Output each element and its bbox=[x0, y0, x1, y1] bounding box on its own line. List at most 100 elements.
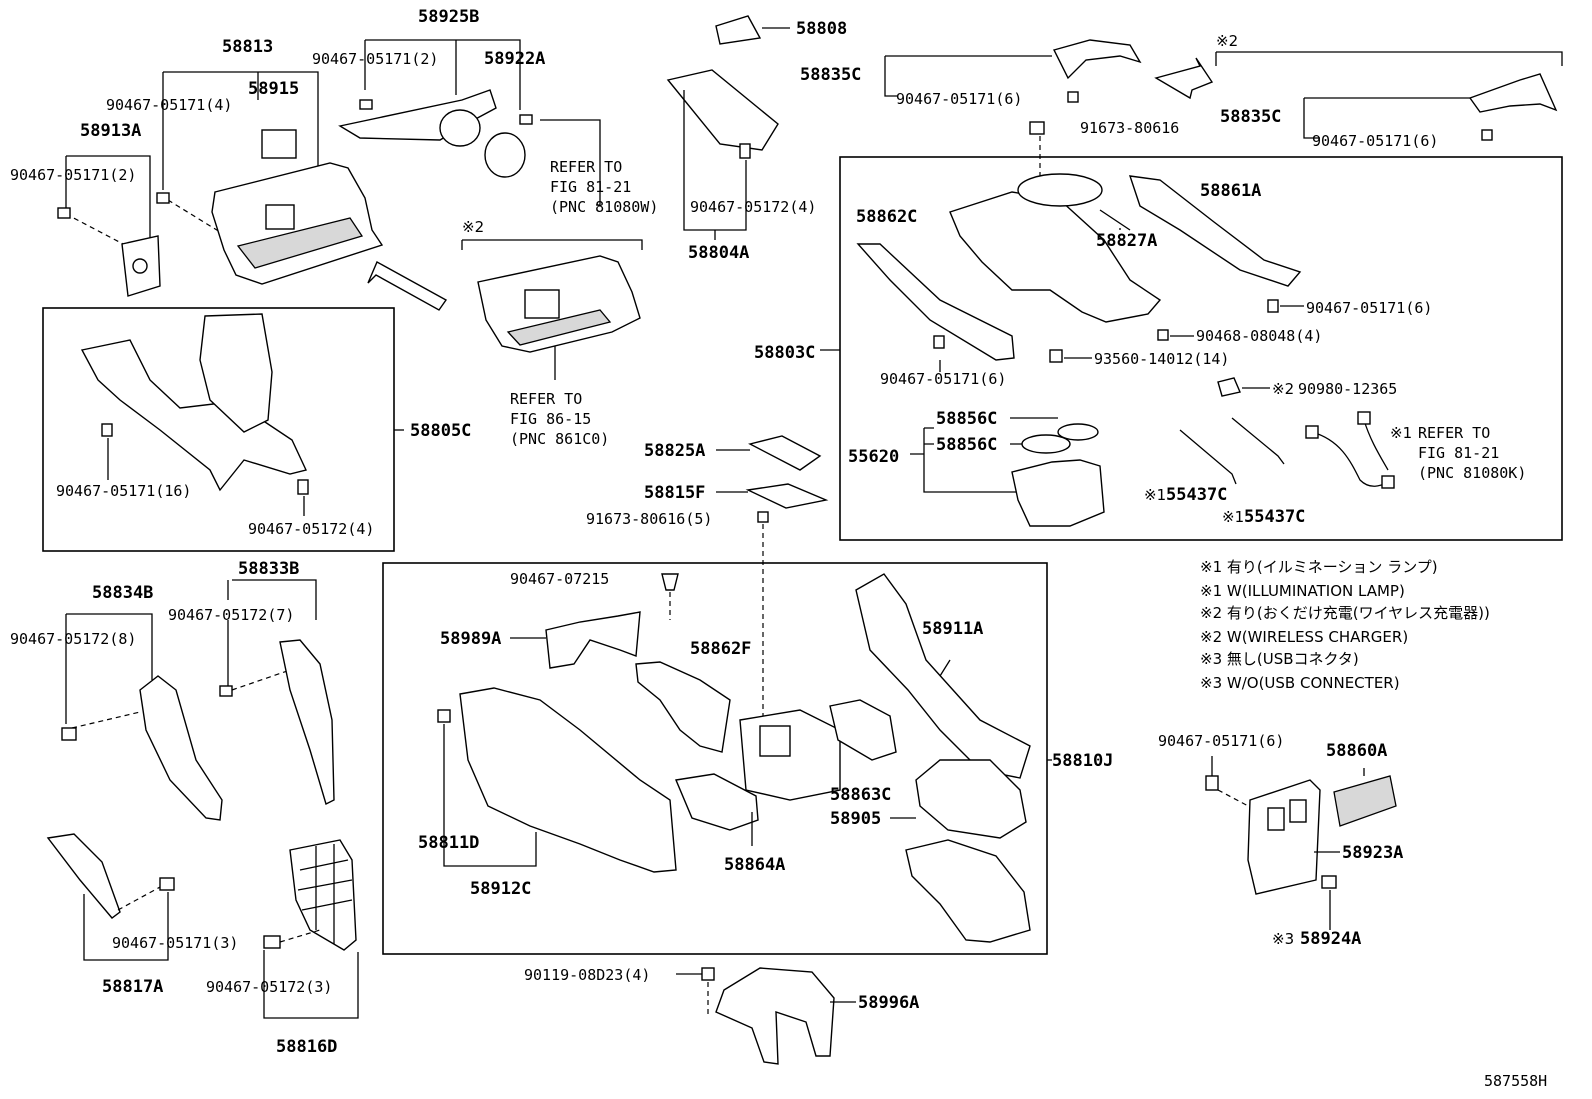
clip-icon bbox=[519, 114, 533, 125]
side-panel-58912c bbox=[459, 687, 677, 873]
label-58833b: 58833B bbox=[238, 559, 299, 579]
label-58864a: 58864A bbox=[724, 855, 785, 875]
fastener-label: 90467-05171(6) bbox=[880, 370, 1006, 388]
svg-text:※3 無し(USBコネクタ): ※3 無し(USBコネクタ) bbox=[1200, 650, 1359, 668]
clip-icon bbox=[219, 685, 233, 697]
label-58996a: 58996A bbox=[858, 993, 919, 1013]
fastener-label: 93560-14012(14) bbox=[1094, 350, 1229, 368]
group-58803c: 91673-80616 58861A 58862C 58827A 58803C … bbox=[754, 119, 1526, 527]
bracket-58863c bbox=[829, 699, 897, 761]
fastener-label: 90467-05171(6) bbox=[1312, 132, 1438, 150]
cup-insert bbox=[1057, 423, 1099, 441]
reference-81080w: REFER TO FIG 81-21 (PNC 81080W) bbox=[550, 158, 658, 216]
body-pocket bbox=[759, 725, 791, 757]
side-strip-58861a bbox=[1128, 175, 1302, 287]
clip-icon bbox=[159, 877, 175, 891]
group-58825a: 58825A 58815F 91673-80616(5) bbox=[586, 435, 829, 720]
label-58915: 58915 bbox=[248, 79, 299, 99]
push-clip-icon bbox=[661, 573, 679, 591]
group-58810j: 90467-07215 58989A 58862F 58811D 58912C … bbox=[418, 570, 1113, 943]
clip-icon bbox=[101, 423, 113, 437]
side-panel-58833b bbox=[279, 639, 335, 805]
label-58863c: 58863C bbox=[830, 785, 891, 805]
group-58817a: 90467-05171(3) 58817A 90467-05172(3) 588… bbox=[46, 833, 359, 1057]
label-58989a: 58989A bbox=[440, 629, 501, 649]
screw-icon bbox=[1049, 349, 1063, 363]
clip-icon bbox=[1481, 129, 1493, 141]
connector-icon bbox=[1381, 475, 1395, 489]
charger-pad bbox=[506, 309, 612, 346]
tray-opening bbox=[265, 204, 295, 230]
label-58816d: 58816D bbox=[276, 1037, 337, 1057]
console-box-58813 bbox=[211, 162, 384, 285]
label-58912c: 58912C bbox=[470, 879, 531, 899]
assembly-frame-58803c bbox=[839, 156, 1563, 541]
screw-icon bbox=[1029, 121, 1045, 135]
figure-code: 587558H bbox=[1484, 1072, 1547, 1090]
label-58905: 58905 bbox=[830, 809, 881, 829]
clip-icon bbox=[1157, 329, 1169, 341]
svg-text:FIG 81-21: FIG 81-21 bbox=[550, 178, 631, 196]
fastener-label: 90467-05172(4) bbox=[690, 198, 816, 216]
group-58834b: 58834B 90467-05172(8) 58833B 90467-05172… bbox=[10, 559, 335, 821]
side-panel-58911a bbox=[855, 573, 1031, 779]
bracket-58996a bbox=[715, 967, 835, 1065]
clip-icon bbox=[739, 143, 751, 159]
label-58835c-a: 58835C bbox=[800, 65, 861, 85]
mark-1: ※1 bbox=[1144, 486, 1166, 504]
group-58925b: 58925B 58922A 90467-05171(2) REFER TO FI… bbox=[312, 7, 658, 216]
svg-text:FIG 81-21: FIG 81-21 bbox=[1418, 444, 1499, 462]
svg-text:※1 有り(イルミネーション ランプ): ※1 有り(イルミネーション ランプ) bbox=[1200, 558, 1438, 576]
cup-holder-55620 bbox=[1011, 459, 1105, 527]
clip-icon bbox=[359, 99, 373, 110]
direction-arrow-icon bbox=[367, 261, 448, 311]
bracket-58864a bbox=[675, 773, 759, 831]
duct bbox=[439, 109, 481, 147]
mat-58825a bbox=[748, 435, 822, 471]
group-58923a: 90467-05171(6) 58860A 58923A ※3 58924A bbox=[1158, 732, 1403, 949]
connector-icon bbox=[1305, 425, 1319, 439]
clip-icon bbox=[1067, 91, 1079, 103]
clip-icon bbox=[61, 727, 77, 741]
fastener-label: 90467-05172(7) bbox=[168, 606, 294, 624]
label-58856c-a: 58856C bbox=[936, 409, 997, 429]
fastener-label: 90467-05171(4) bbox=[106, 96, 232, 114]
label-55437c-b: 55437C bbox=[1244, 507, 1305, 527]
part-58915 bbox=[261, 129, 297, 159]
clip-icon bbox=[1205, 775, 1219, 791]
group-58813: 58813 58915 58913A 90467-05171(4) 90467-… bbox=[10, 37, 448, 311]
clip-icon bbox=[57, 207, 71, 219]
screw-icon bbox=[757, 511, 769, 523]
label-58862f: 58862F bbox=[690, 639, 751, 659]
label-58911a: 58911A bbox=[922, 619, 983, 639]
label-58913a: 58913A bbox=[80, 121, 141, 141]
label-58804a: 58804A bbox=[688, 243, 749, 263]
console-frame-58805c bbox=[80, 339, 307, 492]
clip-icon bbox=[933, 335, 945, 349]
frame-upright bbox=[199, 313, 273, 433]
port-slot bbox=[1267, 807, 1285, 831]
fastener-label: 90468-08048(4) bbox=[1196, 327, 1322, 345]
group-wireless-tray: ※2 REFER TO FIG 86-15 (PNC 861C0) bbox=[461, 218, 643, 448]
fastener-label: 90467-05171(6) bbox=[1306, 299, 1432, 317]
mark-2: ※2 bbox=[1272, 380, 1294, 398]
pocket-58816d bbox=[289, 839, 357, 951]
svg-text:REFER TO: REFER TO bbox=[1418, 424, 1490, 442]
label-58835c-b: 58835C bbox=[1220, 107, 1281, 127]
label-58923a: 58923A bbox=[1342, 843, 1403, 863]
svg-text:(PNC 861C0): (PNC 861C0) bbox=[510, 430, 609, 448]
label-58813: 58813 bbox=[222, 37, 273, 57]
label-58825a: 58825A bbox=[644, 441, 705, 461]
label-58815f: 58815F bbox=[644, 483, 705, 503]
label-58808: 58808 bbox=[796, 19, 847, 39]
part-58808 bbox=[715, 15, 762, 45]
fastener-label: 91673-80616 bbox=[1080, 119, 1179, 137]
clip-icon bbox=[1267, 299, 1279, 313]
fastener-label: 90467-05171(6) bbox=[1158, 732, 1284, 750]
connector-icon bbox=[1357, 411, 1371, 425]
armrest-58905 bbox=[915, 759, 1027, 839]
cup-ring bbox=[1017, 173, 1103, 207]
mark-2: ※2 bbox=[1216, 32, 1238, 50]
label-55620: 55620 bbox=[848, 447, 899, 467]
